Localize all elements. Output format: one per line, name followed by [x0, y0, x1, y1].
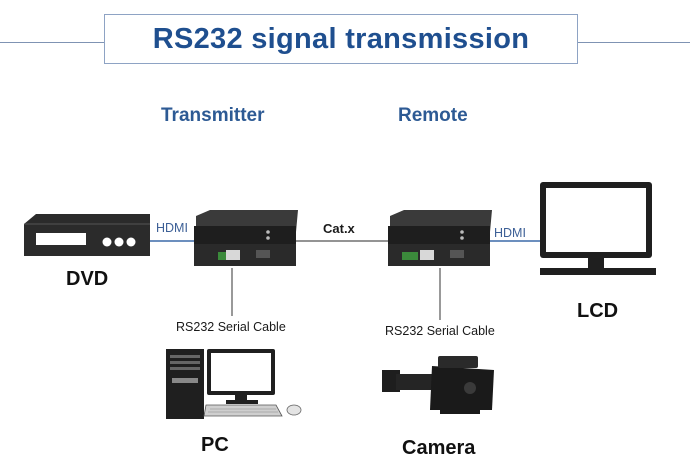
remote-heading: Remote — [398, 105, 468, 126]
camera-label: Camera — [402, 437, 476, 459]
remote-unit-icon — [388, 210, 492, 266]
transmitter-unit-icon — [194, 210, 298, 266]
cat-label: Cat.x — [323, 221, 355, 236]
dvd-player-icon — [24, 214, 150, 256]
title-banner: RS232 signal transmission — [104, 14, 578, 64]
transmitter-heading: Transmitter — [161, 105, 265, 126]
connection-lines — [150, 240, 540, 320]
pc-label: PC — [201, 434, 229, 456]
diagram-title: RS232 signal transmission — [152, 22, 530, 55]
dvd-label: DVD — [66, 268, 109, 290]
hdmi-label-right: HDMI — [494, 226, 526, 240]
camera-icon — [382, 356, 494, 414]
serial-cable-label-left: RS232 Serial Cable — [176, 320, 286, 334]
hdmi-label-left: HDMI — [156, 221, 188, 235]
title-rule-left — [0, 42, 104, 43]
lcd-label: LCD — [577, 300, 619, 322]
lcd-monitor-icon — [540, 182, 656, 275]
title-rule-right — [578, 42, 690, 43]
pc-icon — [166, 349, 302, 419]
serial-cable-label-right: RS232 Serial Cable — [385, 324, 495, 338]
